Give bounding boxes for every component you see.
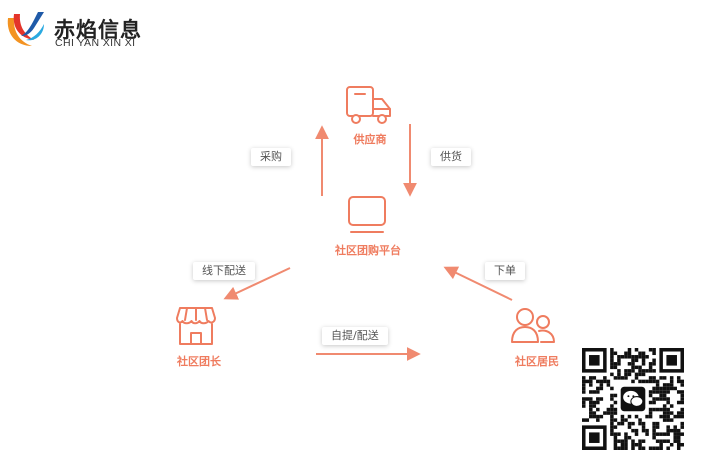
qr-code xyxy=(582,348,684,450)
edge-arrow-order xyxy=(443,266,513,301)
brand-name: 赤焰信息 xyxy=(54,18,142,42)
node-platform: 社区团购平台 xyxy=(335,244,401,257)
users-icon xyxy=(511,308,555,343)
node-residents: 社区居民 xyxy=(515,355,559,368)
edge-label-purchase: 采购 xyxy=(251,148,291,166)
wechat-icon xyxy=(620,386,646,412)
edge-label-order: 下单 xyxy=(485,262,525,280)
node-leader: 社区团长 xyxy=(177,355,221,368)
brand-logo: 赤焰信息 CHI YAN XIN XI xyxy=(4,6,164,50)
brand-logo-mark-icon xyxy=(7,12,44,46)
edge-label-offline-delivery: 线下配送 xyxy=(193,262,255,280)
truck-icon xyxy=(346,86,391,124)
brand-subtitle: CHI YAN XIN XI xyxy=(55,37,136,49)
edge-label-supply: 供货 xyxy=(431,148,471,166)
node-supplier: 供应商 xyxy=(353,133,387,146)
storefront-icon xyxy=(176,307,216,345)
edge-arrow-offline-delivery xyxy=(223,267,291,300)
edge-label-pickup-delivery: 自提/配送 xyxy=(322,327,388,345)
monitor-icon xyxy=(348,196,386,233)
